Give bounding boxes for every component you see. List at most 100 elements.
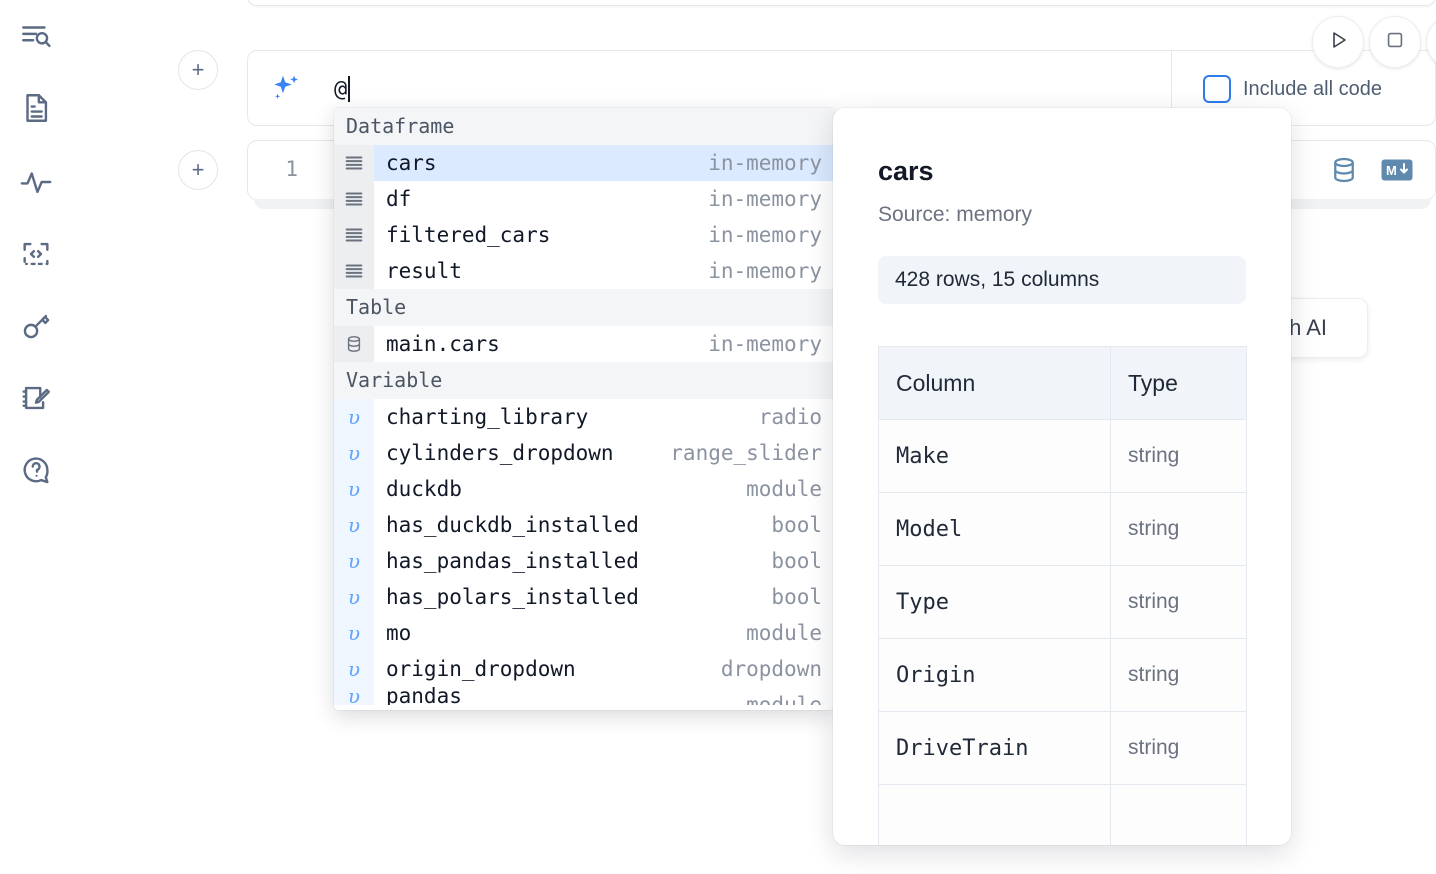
svg-text:M: M [1386,163,1397,178]
database-icon[interactable] [1329,155,1359,190]
autocomplete-item-name: pandas [386,687,462,705]
key-icon [19,309,53,343]
variable-icon: υ [334,687,374,705]
autocomplete-item-type: range_slider [670,441,822,465]
sparkles-icon [268,71,304,107]
autocomplete-item[interactable]: main.cars in-memory [334,326,834,362]
autocomplete-section-header: Dataframe [334,108,834,145]
autocomplete-item-type: in-memory [708,151,822,175]
schema-column-type: string [1110,419,1247,493]
variable-icon: υ [334,615,374,651]
sidebar-item-activity[interactable] [12,158,60,206]
add-cell-button-bottom[interactable]: + [178,150,218,190]
include-all-code-label: Include all code [1243,77,1382,100]
run-button[interactable] [1312,16,1364,68]
plus-icon: + [191,57,205,82]
autocomplete-item-name: charting_library [386,405,589,429]
autocomplete-item[interactable]: υ charting_library radio [334,399,834,435]
sidebar-item-documentation[interactable] [12,84,60,132]
completion-detail-panel: cars Source: memory 428 rows, 15 columns… [833,108,1291,845]
explorer-search-icon [19,19,53,53]
schema-column-name: DriveTrain [878,711,1111,785]
autocomplete-item-type: module [746,477,822,501]
schema-column-type: string [1110,711,1247,785]
autocomplete-item-name: cylinders_dropdown [386,441,614,465]
cell-above-clipped[interactable] [247,0,1436,6]
add-cell-button-top[interactable]: + [178,50,218,90]
snippets-icon [19,237,53,271]
detail-source: Source: memory [878,203,1033,226]
autocomplete-item-type: radio [758,405,822,429]
sidebar-item-secrets[interactable] [12,302,60,350]
autocomplete-item-type: bool [771,585,822,609]
database-icon [334,326,374,362]
detail-stats-badge: 428 rows, 15 columns [878,256,1246,304]
include-all-code-row[interactable]: Include all code [1203,75,1382,103]
autocomplete-item-name: df [386,187,412,211]
autocomplete-item-name: filtered_cars [386,223,551,247]
stop-button[interactable] [1369,16,1421,68]
variable-icon: υ [334,507,374,543]
autocomplete-item[interactable]: υ has_pandas_installed bool [334,543,834,579]
autocomplete-item-name: mo [386,621,412,645]
autocomplete-item[interactable]: filtered_cars in-memory [334,217,834,253]
autocomplete-item-type: in-memory [708,223,822,247]
sidebar-item-help[interactable] [12,446,60,494]
autocomplete-item-name: main.cars [386,332,500,356]
schema-column-name: Type [878,565,1111,639]
autocomplete-section-header: Table [334,289,834,326]
schema-column-name: Origin [878,638,1111,712]
variable-icon: υ [334,399,374,435]
autocomplete-item-name: has_pandas_installed [386,549,639,573]
ai-prompt-input[interactable]: @ [334,67,1134,111]
autocomplete-item-name: has_polars_installed [386,585,639,609]
sidebar-item-snippets[interactable] [12,230,60,278]
autocomplete-item[interactable]: result in-memory [334,253,834,289]
autocomplete-item-type: module [746,621,822,645]
schema-column-header: Column [878,346,1111,420]
sidebar-item-explorer[interactable] [12,12,60,60]
generate-with-ai-label: h AI [1289,315,1327,340]
play-icon [1326,28,1350,57]
autocomplete-item-type: module [746,693,822,705]
autocomplete-item-type: in-memory [708,332,822,356]
include-all-code-checkbox[interactable] [1203,75,1231,103]
autocomplete-section-header: Variable [334,362,834,399]
schema-column-type: string [1110,565,1247,639]
activity-icon [19,165,53,199]
markdown-icon[interactable]: M [1381,159,1413,186]
dataframe-icon [334,217,374,253]
autocomplete-item-name: result [386,259,462,283]
variable-icon: υ [334,543,374,579]
help-chat-icon [19,453,53,487]
dataframe-icon [334,181,374,217]
detail-title: cars [878,156,934,186]
document-icon [19,91,53,125]
schema-column-name [878,784,1111,845]
autocomplete-item-type: bool [771,549,822,573]
autocomplete-item-name: duckdb [386,477,462,501]
schema-column-type: string [1110,638,1247,712]
autocomplete-item-type: in-memory [708,259,822,283]
schema-table-row [878,784,1247,845]
sidebar-item-scratchpad[interactable] [12,374,60,422]
autocomplete-item-type: dropdown [720,657,822,681]
